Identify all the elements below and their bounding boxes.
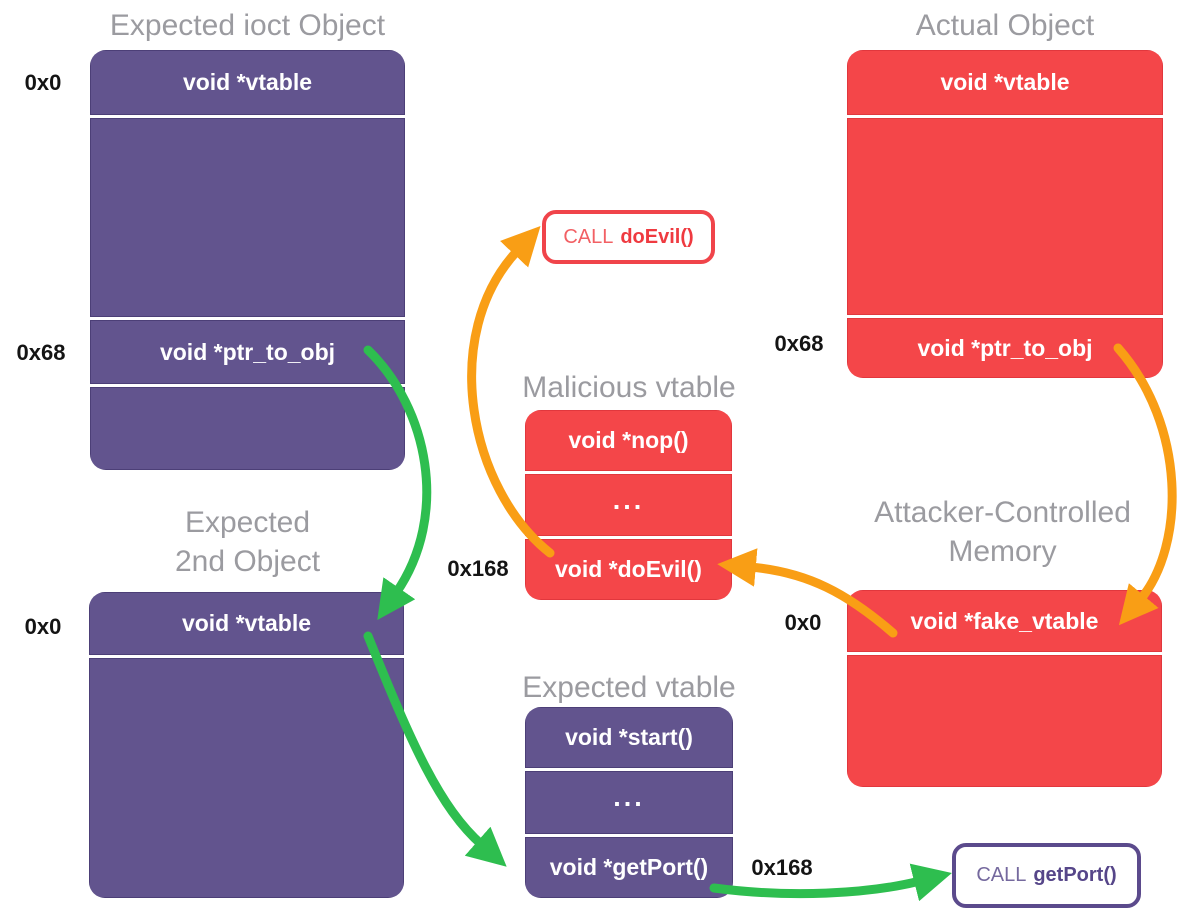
call-function-name: doEvil() [620, 225, 694, 248]
offset-label-0x168: 0x168 [751, 855, 813, 880]
row-ptr-to-obj: void *ptr_to_obj [847, 318, 1163, 378]
offset-label-0x0: 0x0 [24, 70, 62, 95]
call-doevil-box: CALL doEvil() [542, 210, 715, 264]
row-start: void *start() [525, 707, 733, 768]
expected-ioct-object-box: void *vtable void *ptr_to_obj [90, 50, 405, 470]
title-malicious-vtable: Malicious vtable [522, 371, 736, 404]
row-label: void *getPort() [549, 854, 709, 880]
row-ellipsis: ... [525, 474, 732, 536]
row-label: ... [612, 484, 645, 515]
title-expected-ioct-object: Expected ioct Object [109, 9, 386, 42]
call-prefix: CALL [563, 225, 614, 248]
attacker-controlled-memory-box: void *fake_vtable [847, 590, 1162, 787]
offset-label-0x68: 0x68 [16, 340, 66, 365]
offset-label-0x68: 0x68 [774, 331, 824, 356]
row-label: void *vtable [181, 610, 312, 636]
title-attacker-controlled-memory: Attacker-Controlled Memory [830, 493, 1175, 571]
green-arrow-getport-to-call [709, 863, 952, 902]
row-label: ... [613, 782, 645, 812]
row-empty [90, 118, 405, 317]
malicious-vtable-box: void *nop() ... void *doEvil() [525, 410, 732, 600]
offset-label-0x0: 0x0 [784, 610, 822, 635]
row-label: void *nop() [568, 427, 689, 453]
title-line: Expected [184, 506, 311, 539]
expected-vtable-box: void *start() ... void *getPort() [525, 707, 733, 898]
title-expected-2nd-object: Expected 2nd Object [60, 503, 435, 581]
row-getport: void *getPort() [525, 837, 733, 898]
row-empty [90, 387, 405, 470]
title-expected-vtable: Expected vtable [522, 671, 736, 704]
row-nop: void *nop() [525, 410, 732, 471]
row-vtable: void *vtable [89, 592, 404, 655]
row-label: void *ptr_to_obj [159, 338, 336, 365]
row-label: void *ptr_to_obj [917, 334, 1093, 361]
row-label: void *start() [565, 724, 693, 750]
offset-label-0x0: 0x0 [24, 614, 62, 639]
row-empty [847, 118, 1163, 315]
expected-2nd-object-box: void *vtable [89, 592, 404, 898]
row-label: void *fake_vtable [910, 607, 1099, 634]
title-line: Attacker-Controlled [874, 496, 1131, 529]
title-actual-object: Actual Object [915, 9, 1095, 42]
call-getport-box: CALL getPort() [952, 843, 1141, 908]
title-line: 2nd Object [174, 545, 321, 578]
row-label: void *vtable [182, 69, 313, 95]
call-prefix: CALL [976, 864, 1027, 886]
row-fake-vtable: void *fake_vtable [847, 590, 1162, 652]
offset-label-0x168: 0x168 [447, 556, 509, 581]
row-label: void *vtable [940, 69, 1070, 95]
row-doevil: void *doEvil() [525, 539, 732, 600]
row-ellipsis: ... [525, 771, 733, 834]
title-line: Memory [948, 535, 1057, 568]
row-empty [89, 658, 404, 898]
actual-object-box: void *vtable void *ptr_to_obj [847, 50, 1163, 378]
row-empty [847, 655, 1162, 787]
call-function-name: getPort() [1033, 864, 1117, 886]
row-vtable: void *vtable [90, 50, 405, 115]
row-vtable: void *vtable [847, 50, 1163, 115]
row-ptr-to-obj: void *ptr_to_obj [90, 320, 405, 384]
row-label: void *doEvil() [555, 556, 702, 582]
